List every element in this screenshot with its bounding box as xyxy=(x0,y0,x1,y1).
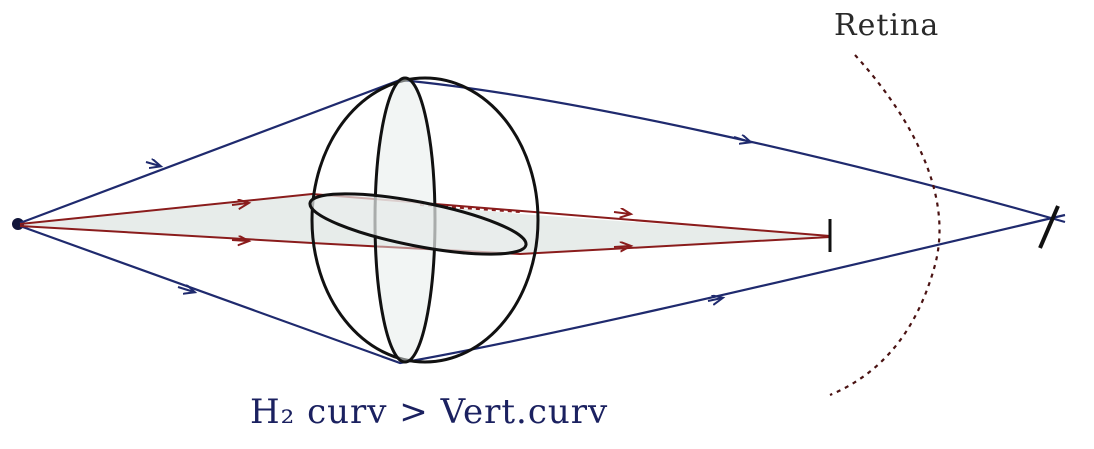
red-arrow-4 xyxy=(614,246,630,247)
blue-arrow-1 xyxy=(146,162,160,166)
red-arrow-2 xyxy=(232,240,248,241)
retina-line xyxy=(830,55,940,395)
diagram-caption: H₂ curv > Vert.curv xyxy=(250,392,608,432)
vertical-focal-line xyxy=(1040,206,1058,248)
retina-label: Retina xyxy=(834,8,939,43)
red-arrow-3 xyxy=(614,212,630,214)
blue-ray-upper xyxy=(20,80,1065,223)
